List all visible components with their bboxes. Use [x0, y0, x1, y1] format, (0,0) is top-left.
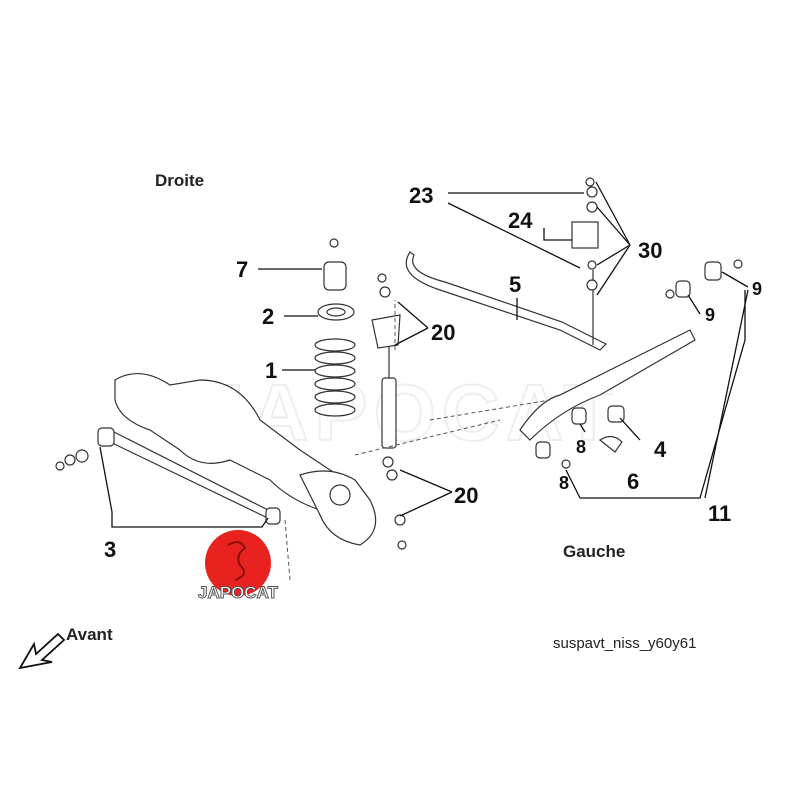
- callout-1: 1: [265, 358, 277, 383]
- control-arm: [519, 259, 743, 469]
- callout-8-upper: 8: [576, 437, 586, 457]
- logo-text: JAPOCAT: [198, 583, 279, 602]
- label-droite: Droite: [155, 171, 204, 190]
- callout-4: 4: [654, 437, 667, 462]
- japocat-logo: JAPOCAT: [198, 530, 279, 603]
- callout-6: 6: [627, 469, 639, 494]
- callout-20-upper: 20: [431, 320, 455, 345]
- callout-20-lower: 20: [454, 483, 478, 508]
- callout-2: 2: [262, 304, 274, 329]
- leader-lines: [99, 181, 749, 528]
- callout-7: 7: [236, 257, 248, 282]
- coil-spring: [314, 338, 356, 417]
- callout-8-lower: 8: [559, 473, 569, 493]
- callout-9-left: 9: [705, 305, 715, 325]
- link-hardware: [585, 177, 598, 291]
- label-avant: Avant: [66, 625, 113, 644]
- callout-23: 23: [409, 183, 433, 208]
- lateral-rod: [55, 427, 281, 525]
- diagram-caption: suspavt_niss_y60y61: [553, 635, 696, 652]
- label-gauche: Gauche: [563, 542, 625, 561]
- front-arrow-icon: [18, 632, 66, 670]
- callout-5: 5: [509, 272, 521, 297]
- rear-axle: [114, 373, 377, 546]
- spring-seat: [317, 303, 355, 321]
- callout-9-right: 9: [752, 279, 762, 299]
- bump-stop: [323, 238, 347, 291]
- callout-30: 30: [638, 238, 662, 263]
- callout-24: 24: [508, 208, 533, 233]
- shock-absorber: [371, 273, 407, 550]
- callout-3: 3: [104, 537, 116, 562]
- callout-11: 11: [708, 501, 731, 526]
